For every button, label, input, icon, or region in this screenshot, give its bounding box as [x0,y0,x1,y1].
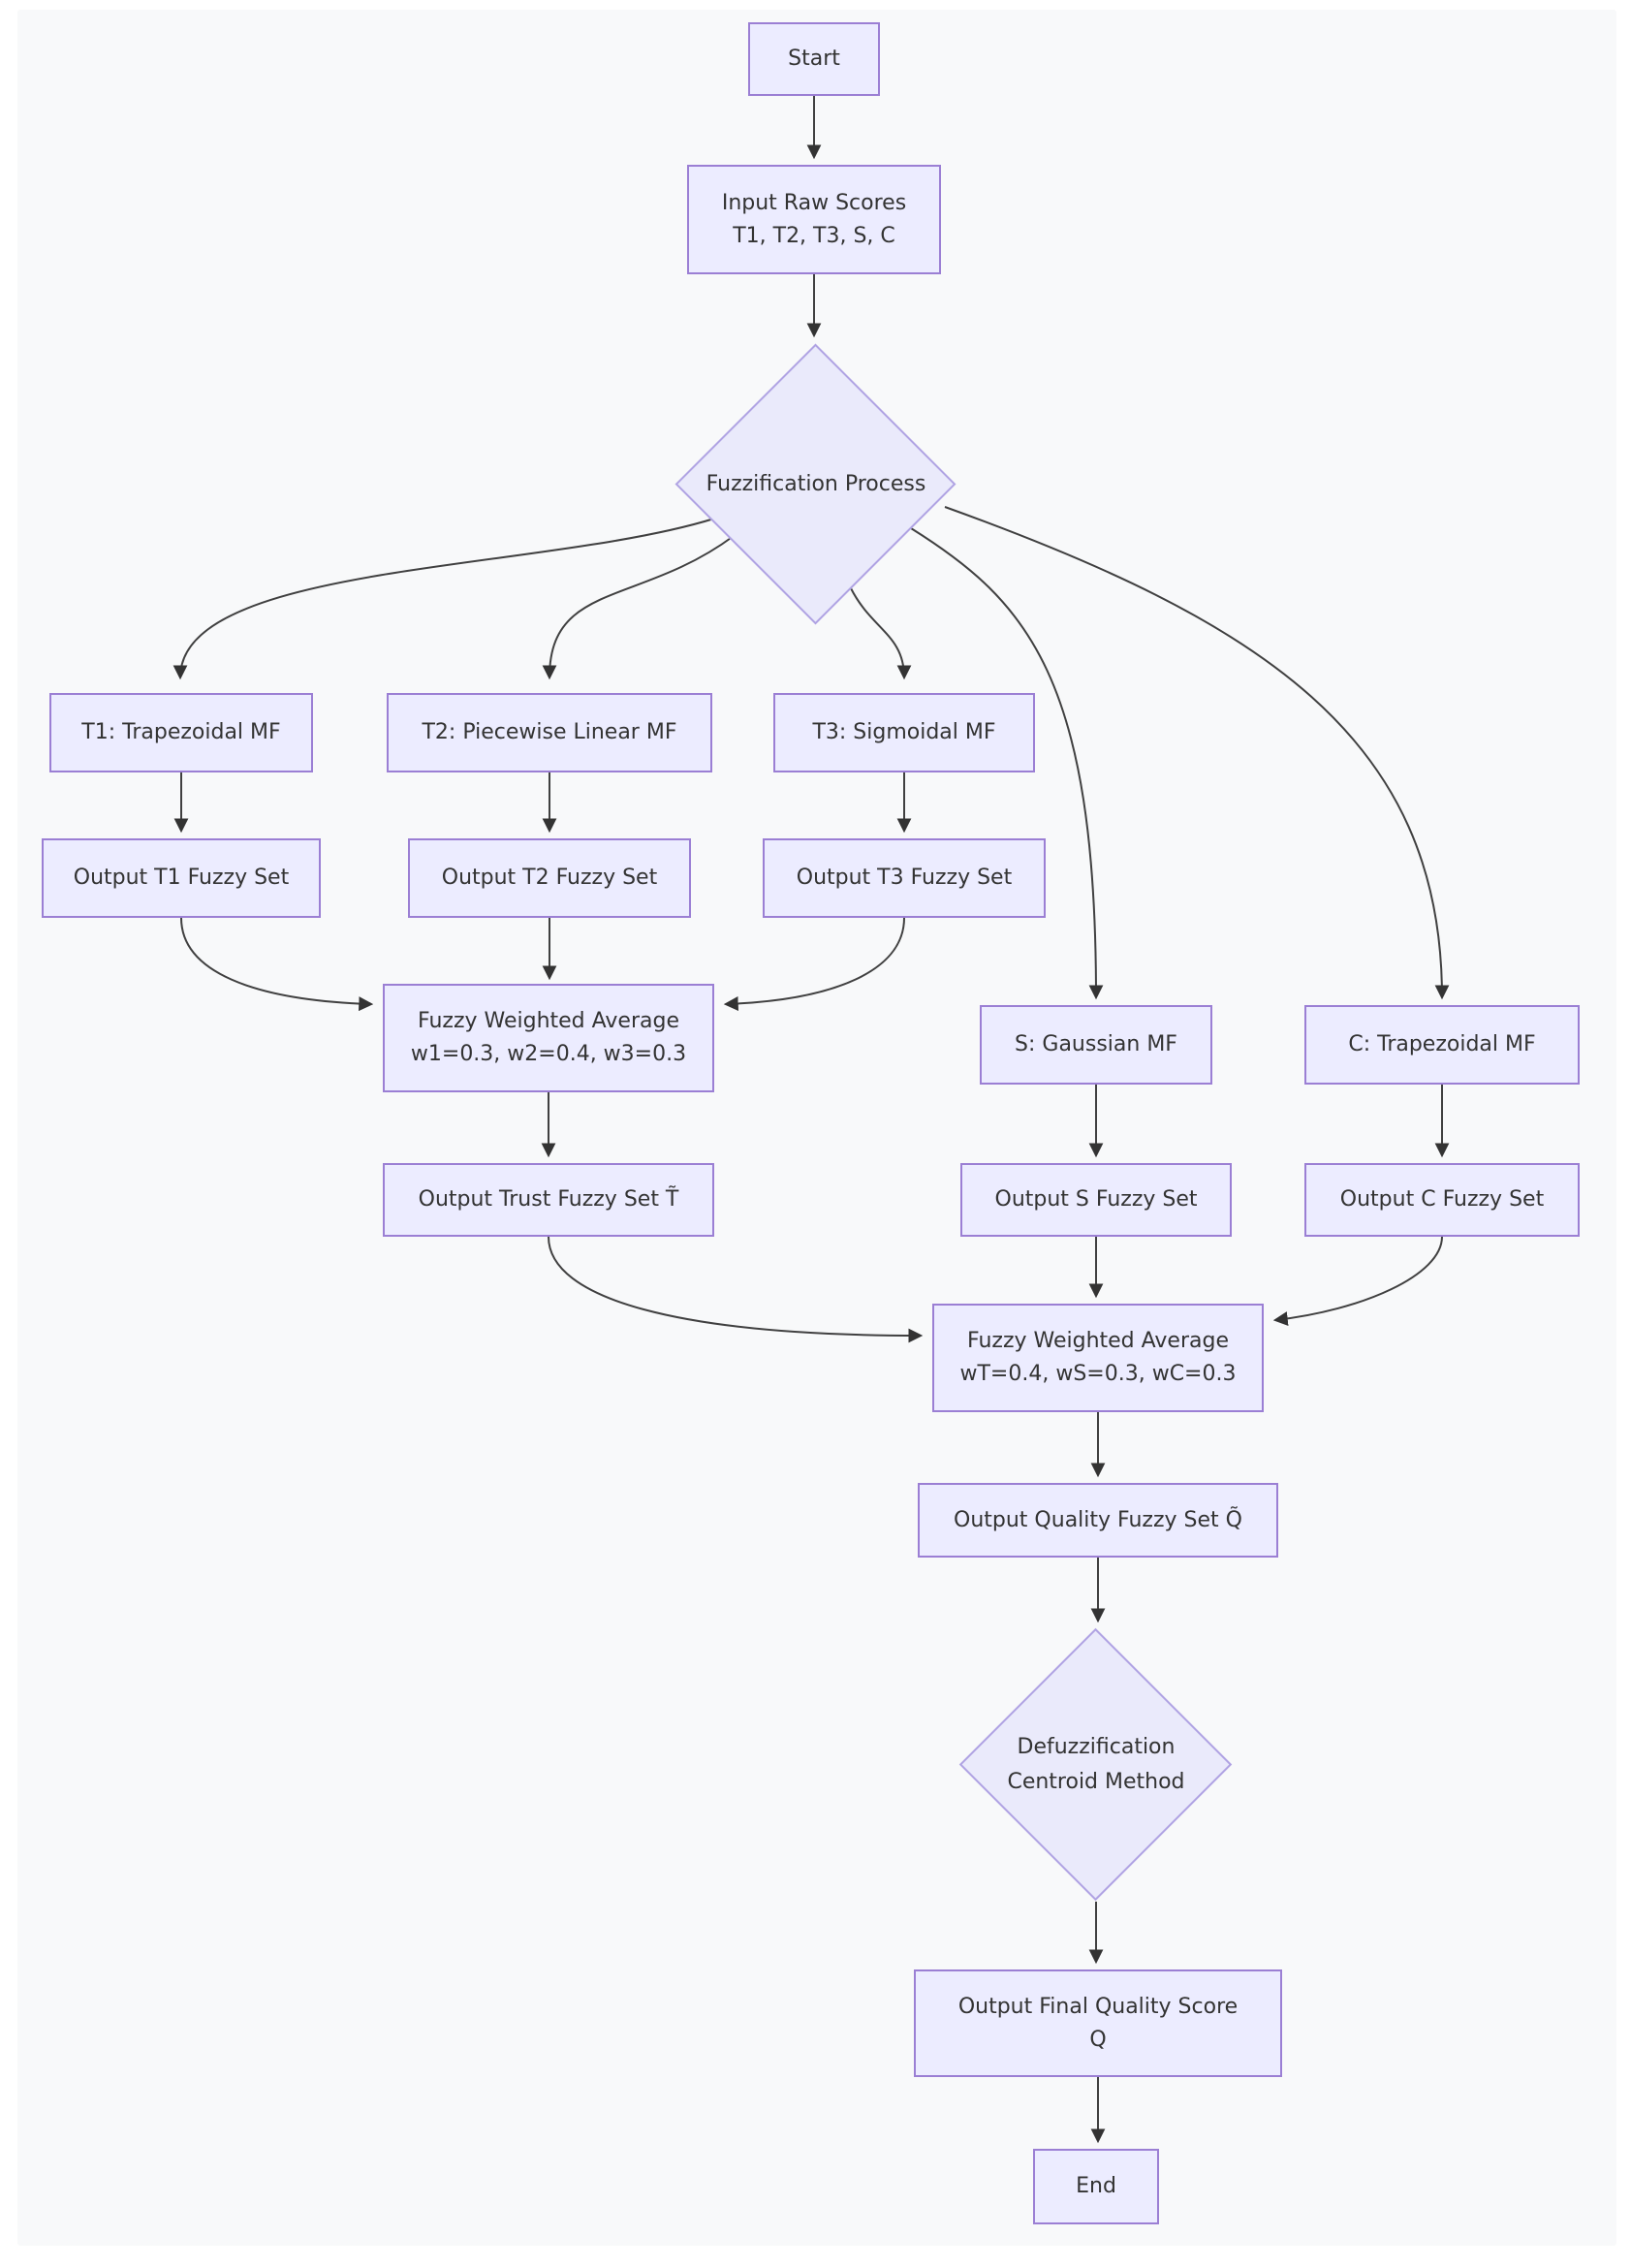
node-output-c: Output C Fuzzy Set [1304,1163,1580,1237]
node-t1-mf: T1: Trapezoidal MF [49,693,313,772]
node-label-line2: wT=0.4, wS=0.3, wC=0.3 [959,1362,1237,1386]
edge-fuzzification-s [910,527,1104,1000]
node-label: T1: Trapezoidal MF [81,720,281,744]
node-label-line1: Output Final Quality Score [957,1994,1239,2019]
node-output-final: Output Final Quality Score Q [914,1969,1282,2077]
edge-fuzzification-t2 [542,535,735,680]
node-label-line1: Fuzzy Weighted Average [967,1329,1229,1353]
edge-fuzzification-c [944,506,1450,1000]
node-label-line1: Fuzzy Weighted Average [418,1009,679,1033]
node-output-quality: Output Quality Fuzzy Set Q̃ [918,1483,1278,1558]
edge-outtrust-fwa2 [548,1236,924,1343]
node-c-mf: C: Trapezoidal MF [1304,1005,1580,1085]
node-label: Output T1 Fuzzy Set [73,866,290,890]
node-label: C: Trapezoidal MF [1348,1032,1536,1056]
node-label: S: Gaussian MF [1015,1032,1177,1056]
node-label: T3: Sigmoidal MF [812,720,996,744]
node-label-line2: w1=0.3, w2=0.4, w3=0.3 [410,1042,687,1066]
node-input-raw-scores: Input Raw Scores T1, T2, T3, S, C [687,165,941,274]
node-t3-mf: T3: Sigmoidal MF [773,693,1035,772]
node-start: Start [748,22,880,96]
node-output-t2: Output T2 Fuzzy Set [408,838,691,918]
node-label: Output Quality Fuzzy Set Q̃ [954,1507,1242,1532]
node-output-s: Output S Fuzzy Set [960,1163,1232,1237]
node-output-trust: Output Trust Fuzzy Set T̃ [383,1163,714,1237]
node-end: End [1033,2149,1159,2224]
edge-fuzzification-t3 [850,587,912,680]
node-label: Output S Fuzzy Set [994,1187,1198,1212]
node-fwa-quality: Fuzzy Weighted Average wT=0.4, wS=0.3, w… [932,1304,1264,1412]
node-label-line2: T1, T2, T3, S, C [733,223,895,248]
edge-outt1-fwa1 [180,917,374,1012]
node-defuzzification-label: Defuzzification Centroid Method [951,1726,1241,1804]
node-label: Output T3 Fuzzy Set [796,866,1013,890]
edge-outc-fwa2 [1272,1236,1443,1327]
node-s-mf: S: Gaussian MF [980,1005,1212,1085]
node-label: T2: Piecewise Linear MF [422,720,677,744]
edge-fuzzification-t1 [173,518,715,680]
node-output-t1: Output T1 Fuzzy Set [42,838,321,918]
node-label: Start [788,47,840,71]
node-label-line1: Defuzzification [1017,1735,1176,1759]
node-output-t3: Output T3 Fuzzy Set [763,838,1046,918]
edge-outt3-fwa1 [723,917,905,1012]
node-label: Fuzzification Process [706,472,926,496]
node-label-line1: Input Raw Scores [721,190,907,215]
node-fwa-trust: Fuzzy Weighted Average w1=0.3, w2=0.4, w… [383,984,714,1092]
node-label-line2: Q [1089,2027,1107,2052]
node-t2-mf: T2: Piecewise Linear MF [387,693,712,772]
node-label: Output C Fuzzy Set [1339,1187,1545,1212]
node-label-line2: Centroid Method [1007,1770,1185,1794]
node-label: Output T2 Fuzzy Set [441,866,658,890]
node-fuzzification-label: Fuzzification Process [671,456,961,514]
node-label: Output Trust Fuzzy Set T̃ [418,1187,679,1212]
node-label: End [1076,2174,1116,2198]
